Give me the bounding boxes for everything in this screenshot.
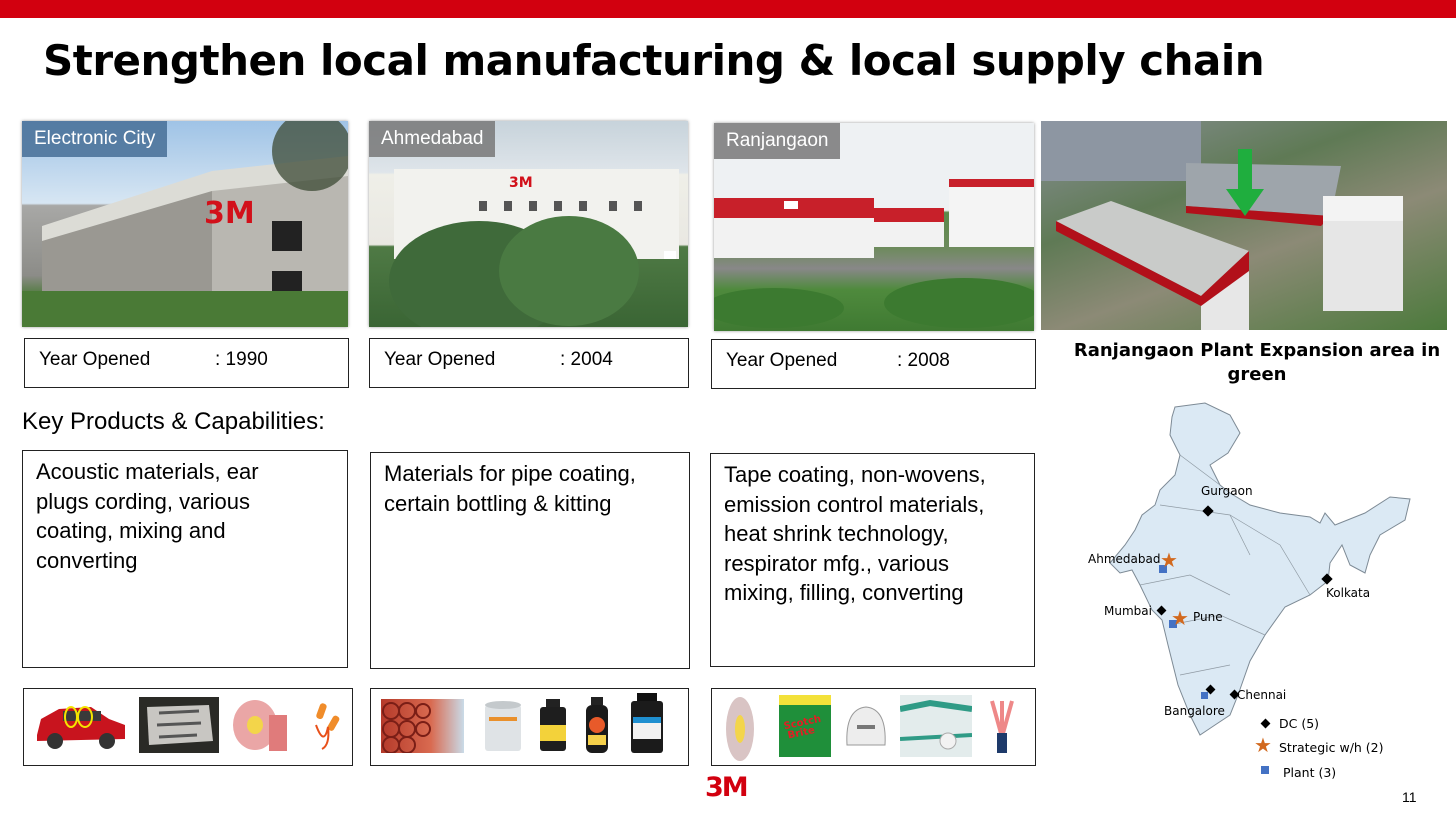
svg-text:3M: 3M — [509, 175, 533, 191]
plant-square-icon — [1159, 565, 1167, 573]
city-label-pune: Pune — [1193, 610, 1223, 624]
key-products-heading: Key Products & Capabilities: — [22, 408, 325, 435]
slide-title: Strengthen local manufacturing & local s… — [43, 36, 1265, 85]
legend-strategic: Strategic w/h (2) — [1279, 740, 1384, 755]
expansion-caption: Ranjangaon Plant Expansion area in green — [1073, 340, 1441, 385]
year-label: Year Opened — [39, 349, 151, 370]
city-label-mumbai: Mumbai — [1104, 604, 1152, 618]
earplugs-image — [304, 697, 344, 753]
photo-ahmedabad: 3M Ahmedabad — [369, 121, 688, 327]
svg-text:3M: 3M — [204, 196, 255, 231]
year-opened-box: Year Opened : 1990 — [24, 338, 349, 388]
capabilities-box: Materials for pipe coating, certain bott… — [370, 452, 690, 669]
year-value: : 1990 — [215, 349, 268, 370]
aerial-illustration — [1041, 121, 1403, 330]
legend-dc: DC (5) — [1279, 716, 1320, 731]
city-label-chennai: Chennai — [1237, 688, 1287, 702]
strategic-star-icon: ★ — [1171, 608, 1189, 630]
legend-plant: Plant (3) — [1283, 765, 1337, 780]
site-label: Ranjangaon — [714, 123, 841, 159]
brand-top-bar — [0, 0, 1456, 18]
3m-logo: 3M — [705, 772, 749, 803]
green-down-arrow-icon — [1226, 149, 1264, 216]
chemical-bottle-image — [627, 693, 667, 753]
building-illustration — [714, 179, 1034, 328]
year-label: Year Opened — [726, 350, 838, 371]
medical-tape-box-image — [899, 695, 973, 757]
building-illustration: 3M — [389, 169, 679, 327]
building-illustration: 3M — [22, 121, 348, 327]
year-value: : 2008 — [897, 350, 950, 371]
product-strip — [370, 688, 689, 766]
capabilities-box: Tape coating, non-wovens, emission contr… — [710, 453, 1035, 667]
car-acoustic-image — [29, 697, 129, 753]
page-number: 11 — [1402, 789, 1417, 805]
legend-plant-icon — [1261, 766, 1269, 774]
foam-parts-image — [139, 697, 219, 753]
capabilities-box: Acoustic materials, ear plugs cording, v… — [22, 450, 348, 668]
india-distribution-map — [1109, 402, 1411, 736]
photo-electronic-city: 3M Electronic City — [22, 121, 348, 327]
site-label: Electronic City — [22, 121, 168, 157]
site-label: Ahmedabad — [369, 121, 496, 157]
year-opened-box: Year Opened : 2008 — [711, 339, 1036, 389]
city-label-bangalore: Bangalore — [1164, 704, 1225, 718]
photo-ranjangaon: Ranjangaon — [714, 123, 1034, 331]
pipes-image — [381, 699, 464, 754]
tape-roll-image — [229, 697, 289, 753]
primer-bottle-image — [536, 697, 570, 753]
strategic-star-icon: ★ — [1160, 550, 1178, 572]
plant-square-icon — [1201, 692, 1208, 699]
product-strip — [23, 688, 353, 766]
respirator-image — [837, 699, 895, 755]
adhesive-tin-image — [481, 697, 525, 753]
legend-strategic-icon: ★ — [1254, 735, 1272, 757]
year-opened-box: Year Opened : 2004 — [369, 338, 689, 388]
city-label-kolkata: Kolkata — [1326, 586, 1371, 600]
plant-square-icon — [1169, 620, 1177, 628]
year-value: : 2004 — [560, 349, 613, 370]
polish-bottle-image — [583, 697, 611, 753]
city-label-ahmedabad: Ahmedabad — [1088, 552, 1161, 566]
photo-ranjangaon-aerial — [1041, 121, 1447, 330]
heat-shrink-image — [982, 697, 1022, 753]
tape-roll-image — [722, 693, 758, 761]
year-label: Year Opened — [384, 349, 496, 370]
city-label-gurgaon: Gurgaon — [1201, 484, 1253, 498]
